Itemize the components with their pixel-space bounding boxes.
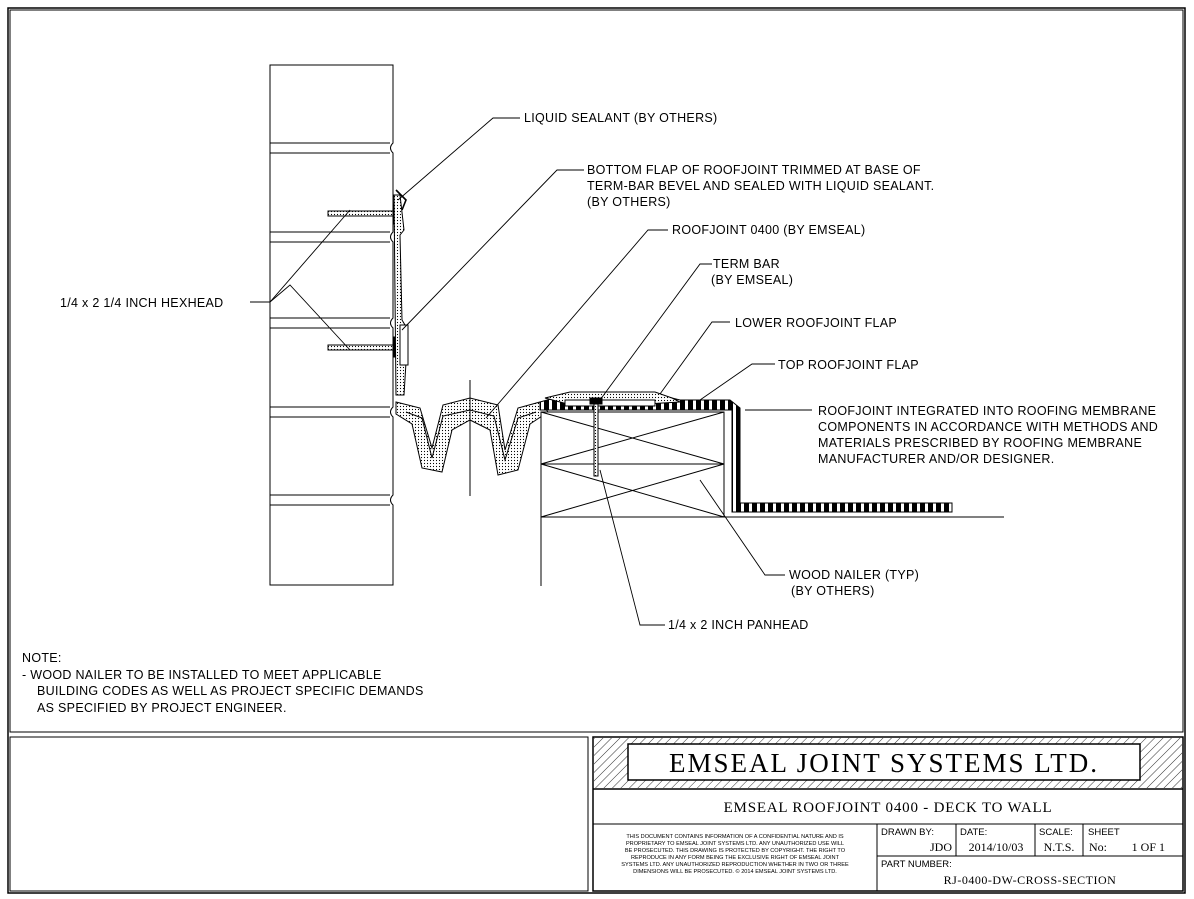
scale-value: N.T.S.	[1044, 840, 1075, 854]
label-term-bar-line2: (BY EMSEAL)	[711, 273, 793, 287]
drawing-title: EMSEAL ROOFJOINT 0400 - DECK TO WALL	[724, 800, 1053, 816]
part-number-value: RJ-0400-DW-CROSS-SECTION	[944, 873, 1117, 887]
drawn-by-value: JDO	[930, 840, 952, 854]
label-bottom-flap-line2: TERM-BAR BEVEL AND SEALED WITH LIQUID SE…	[587, 179, 934, 193]
sheet-label: SHEET	[1088, 827, 1120, 838]
roofjoint-bellows	[395, 380, 549, 496]
note-title: NOTE:	[22, 651, 62, 665]
note-line3: AS SPECIFIED BY PROJECT ENGINEER.	[37, 701, 287, 715]
label-wood-nailer-line2: (BY OTHERS)	[791, 584, 875, 598]
label-bottom-flap-line1: BOTTOM FLAP OF ROOFJOINT TRIMMED AT BASE…	[587, 163, 921, 177]
label-integrated-line4: MANUFACTURER AND/OR DESIGNER.	[818, 452, 1055, 466]
company-name: EMSEAL JOINT SYSTEMS LTD.	[669, 748, 1099, 778]
part-number-label: PART NUMBER:	[881, 859, 952, 870]
label-bottom-flap-line3: (BY OTHERS)	[587, 195, 671, 209]
label-hexhead: 1/4 x 2 1/4 INCH HEXHEAD	[60, 296, 224, 310]
label-liquid-sealant: LIQUID SEALANT (BY OTHERS)	[524, 111, 718, 125]
label-top-flap: TOP ROOFJOINT FLAP	[778, 358, 919, 372]
disclaimer-line: REPRODUCE IN ANY FORM BEING THE EXCLUSIV…	[631, 855, 840, 861]
label-term-bar-line1: TERM BAR	[713, 257, 780, 271]
note-line1: - WOOD NAILER TO BE INSTALLED TO MEET AP…	[22, 668, 382, 682]
disclaimer-line: DIMENSIONS WILL BE PROSECUTED. © 2014 EM…	[633, 868, 837, 875]
label-integrated-line3: MATERIALS PRESCRIBED BY ROOFING MEMBRANE	[818, 436, 1142, 450]
sheet-no-label: No:	[1089, 840, 1107, 854]
disclaimer: THIS DOCUMENT CONTAINS INFORMATION OF A …	[621, 834, 849, 875]
label-wood-nailer-line1: WOOD NAILER (TYP)	[789, 568, 919, 582]
drawing-frame	[9, 9, 1184, 733]
disclaimer-line: PROPRIETARY TO EMSEAL JOINT SYSTEMS LTD.…	[626, 841, 844, 847]
drawn-by-label: DRAWN BY:	[881, 827, 934, 838]
roofing-membrane	[539, 391, 953, 513]
wood-nailer	[540, 411, 1004, 586]
note-line2: BUILDING CODES AS WELL AS PROJECT SPECIF…	[37, 684, 424, 698]
disclaimer-line: SYSTEMS LTD. ANY UNAUTHORIZED REPRODUCTI…	[621, 862, 849, 868]
label-integrated-line2: COMPONENTS IN ACCORDANCE WITH METHODS AN…	[818, 420, 1158, 434]
roofjoint-wall-flap	[393, 189, 409, 396]
disclaimer-line: BE PROSECUTED. THIS DRAWING IS PROTECTED…	[625, 848, 846, 854]
masonry-wall	[269, 64, 394, 586]
scale-label: SCALE:	[1039, 827, 1073, 838]
label-panhead: 1/4 x 2 INCH PANHEAD	[668, 618, 809, 632]
sheet-border	[7, 7, 1186, 894]
label-integrated-line1: ROOFJOINT INTEGRATED INTO ROOFING MEMBRA…	[818, 404, 1156, 418]
date-value: 2014/10/03	[969, 840, 1024, 854]
title-block	[9, 736, 1184, 892]
disclaimer-line: THIS DOCUMENT CONTAINS INFORMATION OF A …	[626, 834, 844, 840]
label-roofjoint: ROOFJOINT 0400 (BY EMSEAL)	[672, 223, 866, 237]
sheet-value: 1 OF 1	[1132, 840, 1165, 854]
label-lower-flap: LOWER ROOFJOINT FLAP	[735, 316, 897, 330]
panhead-screw	[589, 397, 603, 477]
date-label: DATE:	[960, 827, 987, 838]
leader-lines	[250, 117, 812, 626]
